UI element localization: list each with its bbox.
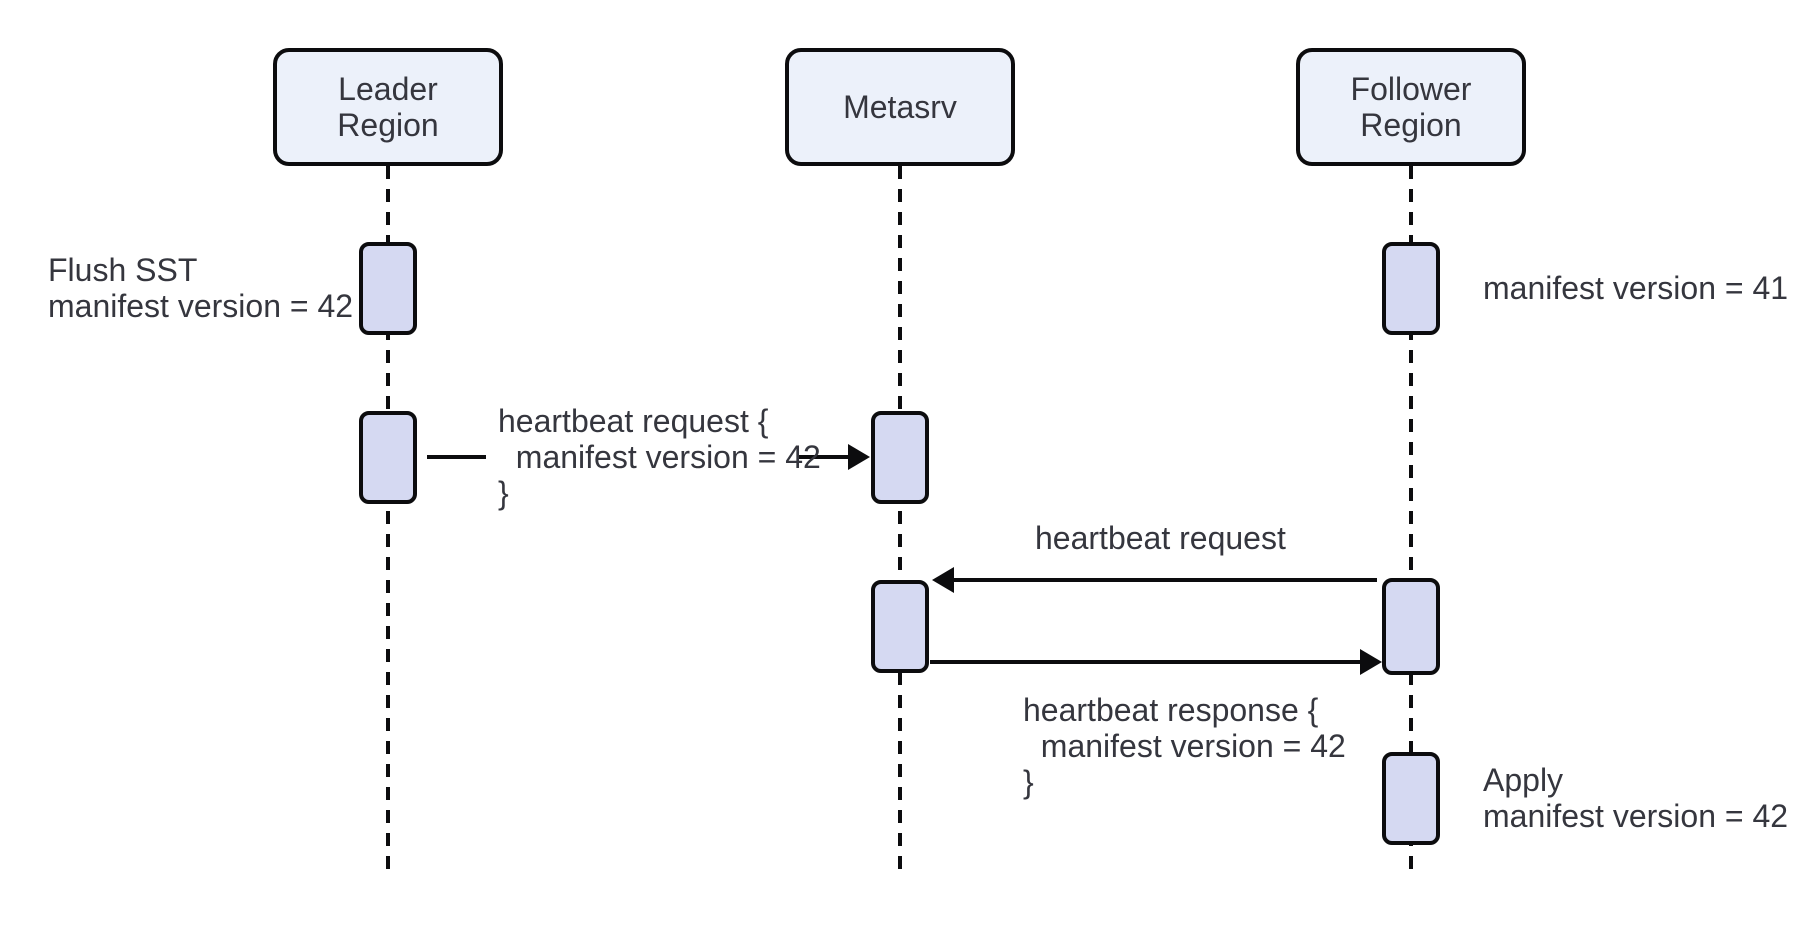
note-flush-sst: Flush SST manifest version = 42	[48, 252, 354, 324]
message2-label: heartbeat request	[1035, 520, 1286, 556]
note-manifest-version-41: manifest version = 41	[1483, 270, 1789, 306]
activation-leader-heartbeat	[359, 411, 417, 504]
message3-label: heartbeat response { manifest version = …	[1023, 692, 1346, 800]
message2-arrowhead	[932, 567, 954, 593]
activation-follower-heartbeat	[1382, 578, 1440, 675]
activation-follower-version41	[1382, 242, 1440, 335]
activation-leader-flush	[359, 242, 417, 335]
message1-arrowhead	[848, 444, 870, 470]
participant-leader-region-label: Leader Region	[337, 71, 439, 143]
participant-leader-region: Leader Region	[273, 48, 503, 166]
participant-metasrv: Metasrv	[785, 48, 1015, 166]
participant-follower-region: Follower Region	[1296, 48, 1526, 166]
note-apply-manifest-version-42: Apply manifest version = 42	[1483, 762, 1789, 834]
participant-metasrv-label: Metasrv	[843, 89, 957, 125]
message1-label: heartbeat request { manifest version = 4…	[498, 403, 821, 511]
message3-arrowhead	[1360, 649, 1382, 675]
participant-follower-region-label: Follower Region	[1350, 71, 1472, 143]
activation-metasrv-receive-heartbeat	[871, 411, 929, 504]
activation-metasrv-respond	[871, 580, 929, 673]
activation-follower-apply	[1382, 752, 1440, 845]
